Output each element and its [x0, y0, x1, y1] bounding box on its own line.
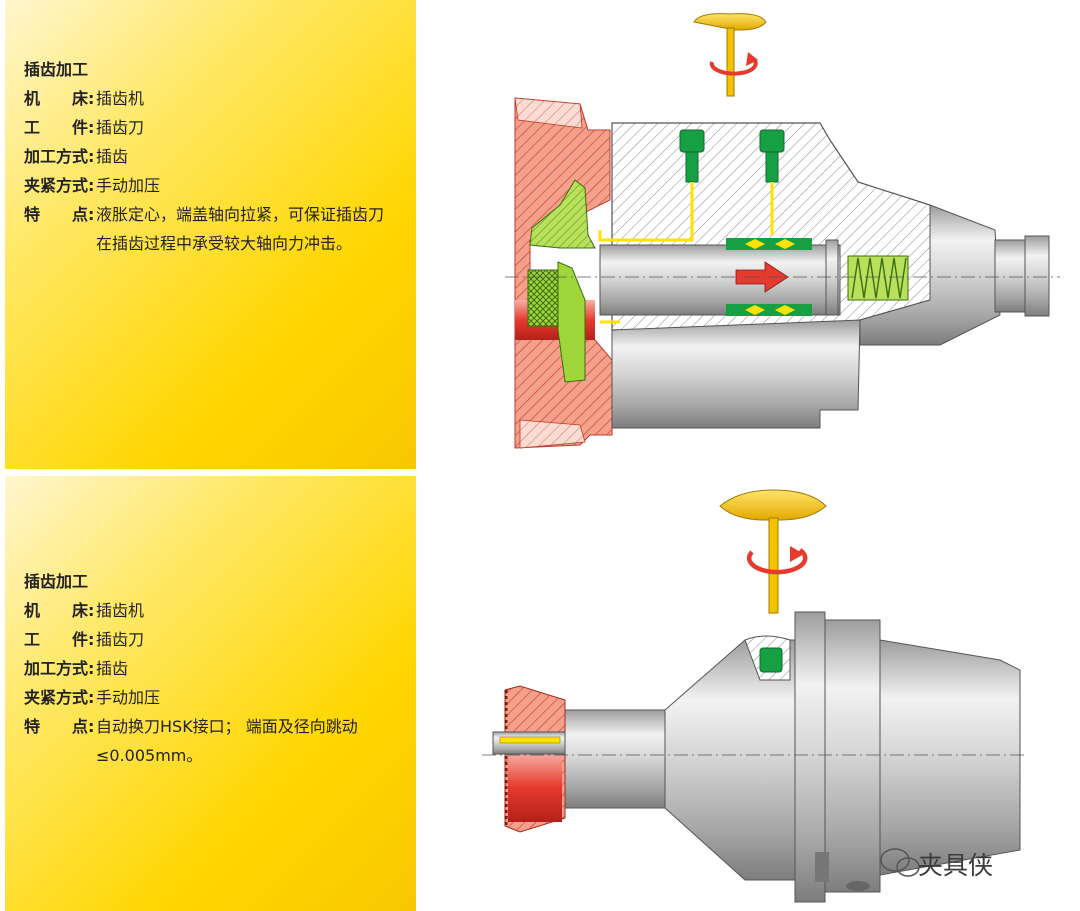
panel-heading: 插齿加工	[24, 60, 89, 79]
spec-row-process: 加工方式:插齿	[24, 147, 129, 166]
spec-row-clamping: 夹紧方式:手动加压	[24, 688, 161, 707]
spec-row-process: 加工方式:插齿	[24, 659, 129, 678]
spec-row-features: 特 点:自动换刀HSK接口； 端面及径向跳动≤0.005mm。	[24, 717, 358, 765]
panel-bottom	[5, 476, 416, 911]
panel-top	[5, 0, 416, 469]
spec-row-workpiece: 工 件:插齿刀	[24, 118, 145, 137]
panel-heading: 插齿加工	[24, 572, 89, 591]
spec-row-workpiece: 工 件:插齿刀	[24, 630, 145, 649]
spec-text-bottom: 插齿加工 机 床:插齿机 工 件:插齿刀 加工方式:插齿 夹紧方式:手动加压 特…	[24, 567, 396, 770]
wechat-icon	[880, 848, 920, 877]
spec-row-machine: 机 床:插齿机	[24, 601, 145, 620]
bottom-fixture-drawing	[482, 489, 1025, 903]
spec-text-top: 插齿加工 机 床:插齿机 工 件:插齿刀 加工方式:插齿 夹紧方式:手动加压 特…	[24, 55, 396, 258]
spec-row-features: 特 点:液胀定心，端盖轴向拉紧，可保证插齿刀在插齿过程中承受较大轴向力冲击。	[24, 205, 385, 253]
spec-row-clamping: 夹紧方式:手动加压	[24, 176, 161, 195]
watermark-text: 夹具侠	[918, 851, 994, 880]
spec-row-machine: 机 床:插齿机	[24, 89, 145, 108]
top-fixture-drawing	[505, 13, 1060, 449]
